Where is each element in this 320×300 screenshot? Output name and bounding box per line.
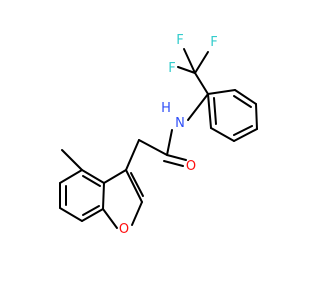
molecule-canvas: F F F N H O O — [59, 33, 258, 237]
bond-c-f3 — [177, 66, 196, 74]
bond-bz-5 — [81, 208, 104, 222]
molecule-structure: F F F N H O O — [59, 33, 258, 237]
bond-c-o-1 — [166, 154, 187, 161]
bond-c-ch2 — [138, 139, 168, 156]
bond-bz-1b — [82, 175, 101, 187]
bond-ph-4b — [233, 125, 253, 136]
bond-o-c7a — [102, 208, 118, 229]
bonds — [59, 48, 258, 229]
bond-n-c — [166, 129, 173, 156]
bond-ph-3 — [255, 103, 258, 130]
fluorine-label-3: F — [168, 61, 175, 76]
bond-ph-4 — [233, 128, 258, 142]
bond-bz-4 — [59, 207, 83, 222]
bond-c-f1 — [183, 48, 196, 74]
bond-bz-1 — [81, 169, 105, 184]
bond-c3a-c3 — [103, 169, 127, 184]
bond-c2-o — [131, 201, 143, 226]
bond-ph-6 — [207, 93, 212, 129]
bond-ph-2b — [233, 95, 252, 108]
bond-ph-1 — [207, 89, 236, 95]
bond-ph-5 — [210, 127, 235, 142]
bond-cf3-ring — [194, 72, 209, 95]
bond-c-f2 — [194, 51, 209, 74]
bond-ch2-c3 — [125, 139, 140, 171]
furan-oxygen-label: O — [119, 222, 129, 237]
nitrogen-label: N — [175, 116, 185, 131]
nitrogen-hydrogen-label: H — [161, 101, 171, 116]
bond-c-o-2 — [163, 160, 184, 167]
bond-c3-c2 — [125, 169, 143, 203]
bond-methyl — [61, 149, 83, 171]
carbonyl-oxygen-label: O — [186, 159, 196, 174]
bond-ph-2 — [234, 89, 257, 105]
fluorine-label-2: F — [210, 35, 217, 50]
atom-labels: F F F N H O O — [119, 33, 218, 237]
bond-bz-2 — [59, 169, 83, 184]
bond-c3-c2b — [130, 172, 144, 197]
fluorine-label-1: F — [176, 33, 183, 48]
bond-ring-n — [187, 93, 209, 121]
bond-bz-5b — [82, 205, 100, 216]
bond-ph-6b — [213, 97, 217, 125]
bond-c7a-c3a — [102, 182, 105, 210]
